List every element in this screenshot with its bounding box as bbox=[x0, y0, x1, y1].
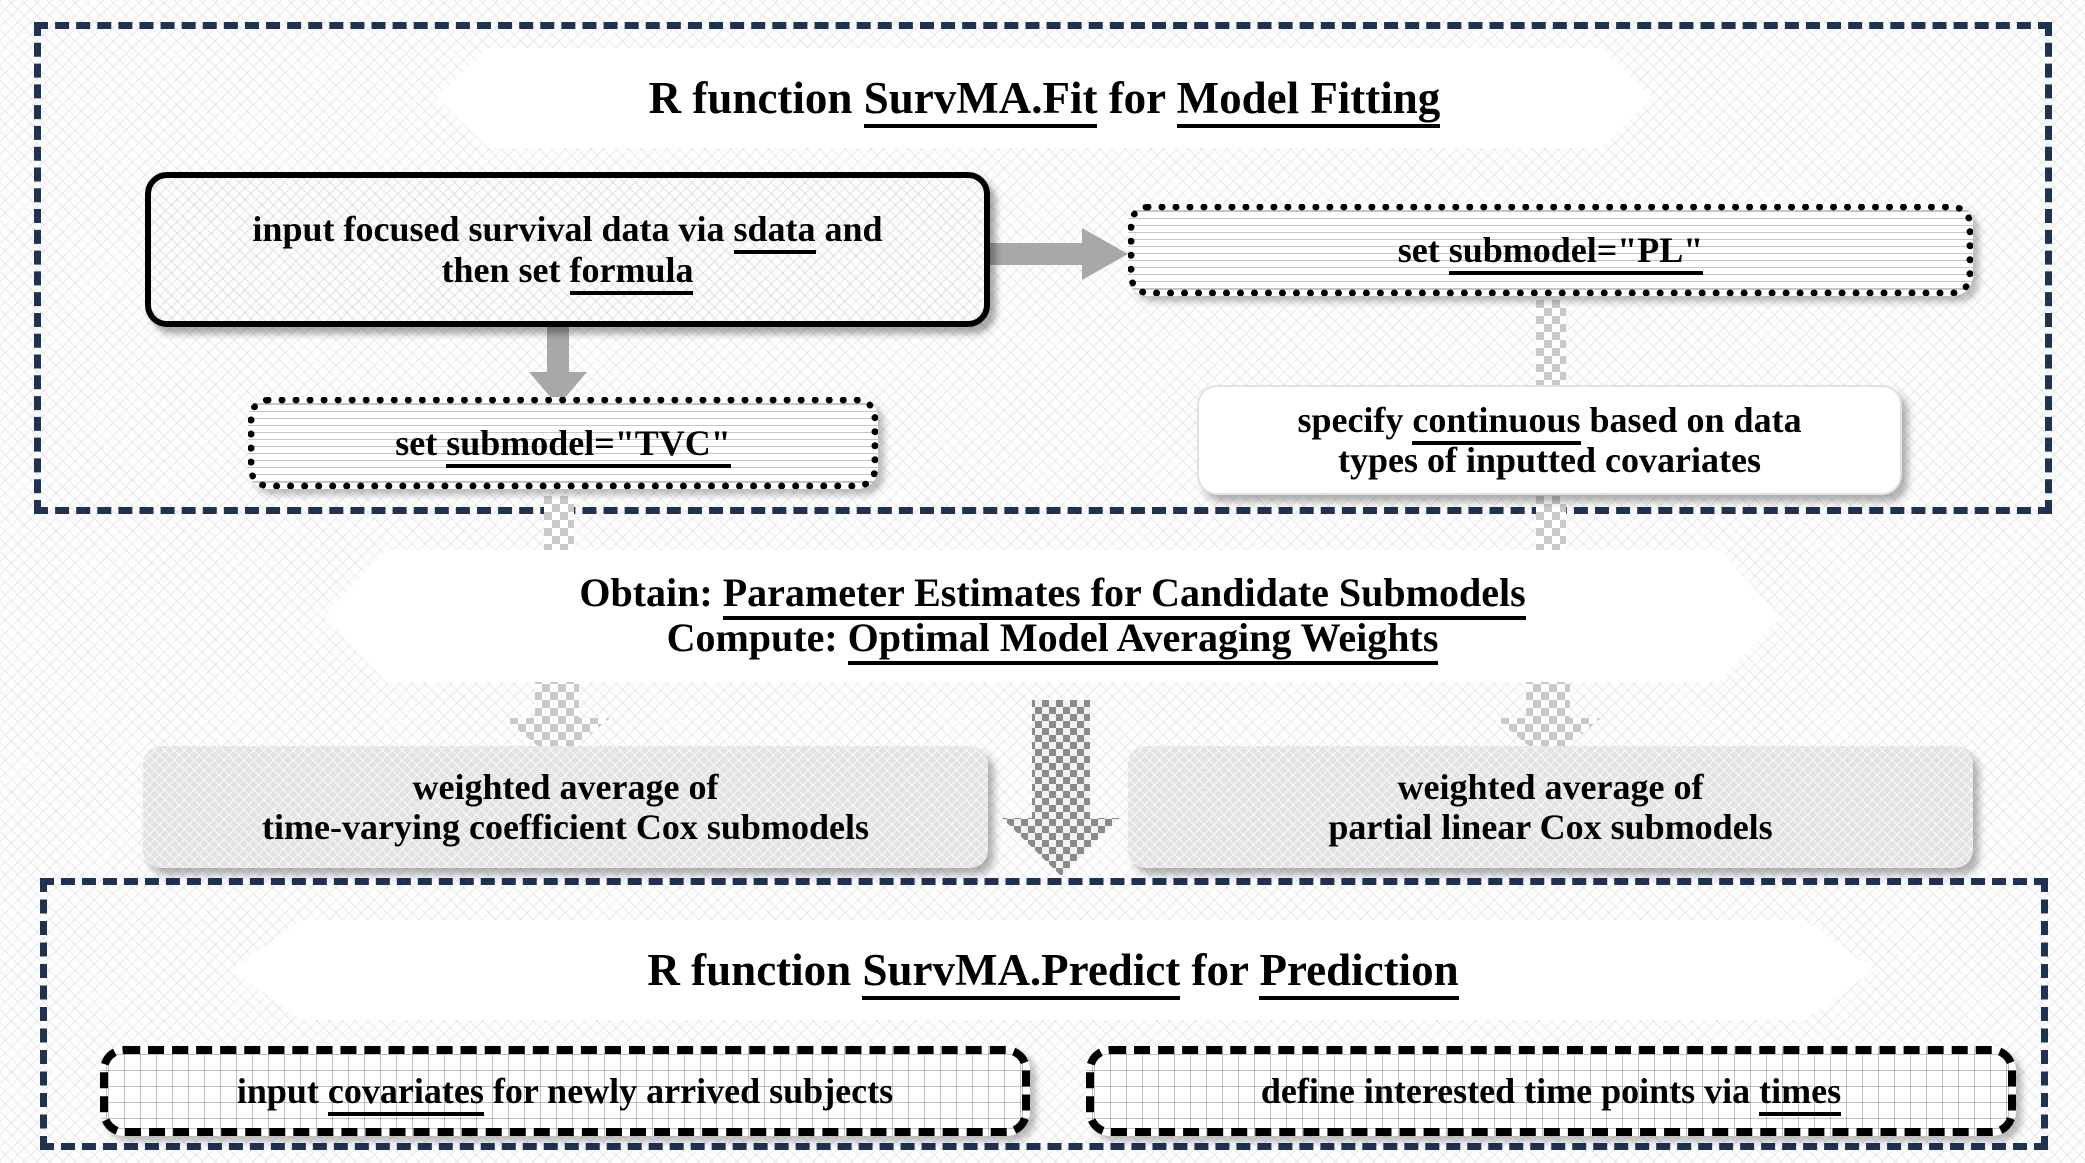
left-result-line1: weighted average of bbox=[412, 766, 719, 807]
input-data-box: input focused survival data via sdata an… bbox=[145, 172, 990, 327]
covariates-box-code: covariates bbox=[327, 1070, 484, 1116]
tvc-box-code: submodel="TVC" bbox=[446, 422, 731, 468]
pl-box-code: submodel="PL" bbox=[1448, 229, 1704, 275]
input-box-line1-a: input focused survival data via bbox=[252, 209, 734, 250]
input-box-formula: formula bbox=[569, 249, 694, 295]
specify-continuous-box: specify continuous based on data types o… bbox=[1197, 385, 1902, 495]
left-result-box: weighted average of time-varying coeffic… bbox=[143, 746, 988, 868]
arrow-input-to-tvc bbox=[527, 320, 589, 406]
banner-fit-mid: for bbox=[1097, 72, 1177, 123]
continuous-box-keyword: continuous bbox=[1412, 399, 1581, 445]
right-result-line2: partial linear Cox submodels bbox=[1328, 807, 1773, 847]
model-fitting-group-frame bbox=[34, 22, 2052, 514]
banner-survma-fit: R function SurvMA.Fit for Model Fitting bbox=[437, 48, 1652, 148]
banner-fit-prefix: R function bbox=[648, 72, 864, 123]
arrow-hexagon-to-left-result bbox=[502, 676, 612, 762]
banner-predict-prefix: R function bbox=[647, 944, 863, 995]
arrow-pl-to-continuous bbox=[1520, 300, 1582, 390]
hexagon-compute-label: Compute: bbox=[666, 615, 848, 660]
input-box-line1-c: and bbox=[815, 209, 883, 250]
input-box-sdata: sdata bbox=[733, 209, 816, 255]
covariates-box-prefix: input bbox=[236, 1070, 328, 1111]
banner-predict-function: SurvMA.Predict bbox=[862, 944, 1181, 1000]
right-result-box: weighted average of partial linear Cox s… bbox=[1128, 746, 1973, 868]
pl-box-prefix: set bbox=[1397, 229, 1449, 270]
hexagon-obtain-label: Obtain: bbox=[579, 570, 723, 616]
arrow-hexagon-to-right-result bbox=[1493, 676, 1603, 762]
times-box-code: times bbox=[1759, 1070, 1842, 1116]
banner-survma-predict: R function SurvMA.Predict for Prediction bbox=[232, 920, 1874, 1020]
banner-fit-function: SurvMA.Fit bbox=[863, 72, 1098, 128]
arrow-results-to-prediction bbox=[1000, 700, 1122, 878]
continuous-box-line2: types of inputted covariates bbox=[1338, 440, 1761, 480]
continuous-box-line1-a: specify bbox=[1297, 399, 1413, 440]
input-covariates-box: input covariates for newly arrived subje… bbox=[100, 1046, 1030, 1136]
arrow-continuous-to-hexagon bbox=[1520, 496, 1582, 562]
input-box-line2-a: then set bbox=[441, 249, 570, 290]
define-times-box: define interested time points via times bbox=[1086, 1046, 2016, 1136]
banner-predict-mid: for bbox=[1180, 944, 1260, 995]
continuous-box-line1-c: based on data bbox=[1580, 399, 1802, 440]
set-submodel-pl-box: set submodel="PL" bbox=[1128, 204, 1973, 296]
set-submodel-tvc-box: set submodel="TVC" bbox=[248, 397, 878, 489]
tvc-box-prefix: set bbox=[395, 422, 447, 463]
obtain-compute-hexagon: Obtain: Parameter Estimates for Candidat… bbox=[325, 550, 1780, 682]
banner-fit-purpose: Model Fitting bbox=[1176, 72, 1441, 128]
prediction-group-frame bbox=[40, 878, 2048, 1150]
covariates-box-suffix: for newly arrived subjects bbox=[483, 1070, 894, 1111]
times-box-prefix: define interested time points via bbox=[1260, 1070, 1760, 1111]
right-result-line1: weighted average of bbox=[1397, 766, 1704, 807]
banner-predict-purpose: Prediction bbox=[1259, 944, 1459, 1000]
arrow-tvc-to-hexagon bbox=[528, 496, 590, 562]
hexagon-compute-value: Optimal Model Averaging Weights bbox=[847, 615, 1439, 665]
hexagon-obtain-value: Parameter Estimates for Candidate Submod… bbox=[722, 570, 1526, 621]
left-result-line2: time-varying coefficient Cox submodels bbox=[262, 807, 869, 847]
arrow-input-to-pl bbox=[988, 226, 1128, 282]
